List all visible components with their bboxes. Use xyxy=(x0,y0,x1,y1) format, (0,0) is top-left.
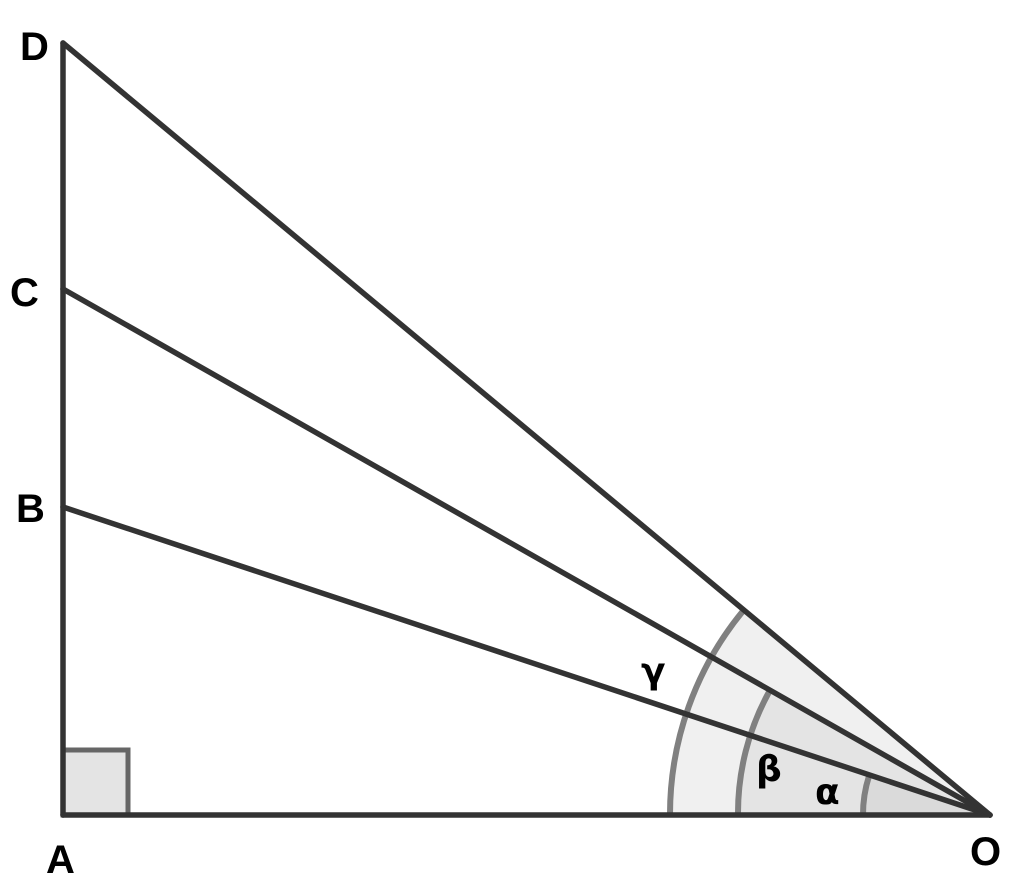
label-O: O xyxy=(970,830,1001,874)
label-beta: β xyxy=(756,749,782,790)
segment-OD xyxy=(60,40,993,818)
label-B: B xyxy=(16,487,45,531)
label-alpha: α xyxy=(815,772,840,813)
label-D: D xyxy=(20,25,49,69)
label-A: A xyxy=(46,838,75,881)
segment-OB xyxy=(60,504,993,818)
gamma-arc xyxy=(666,609,746,816)
segment-OC xyxy=(60,286,993,818)
label-gamma: γ xyxy=(641,651,666,692)
label-C: C xyxy=(10,271,39,315)
right-angle-marker xyxy=(60,747,131,818)
beta-sector xyxy=(737,692,990,815)
beta-arc xyxy=(734,690,772,816)
